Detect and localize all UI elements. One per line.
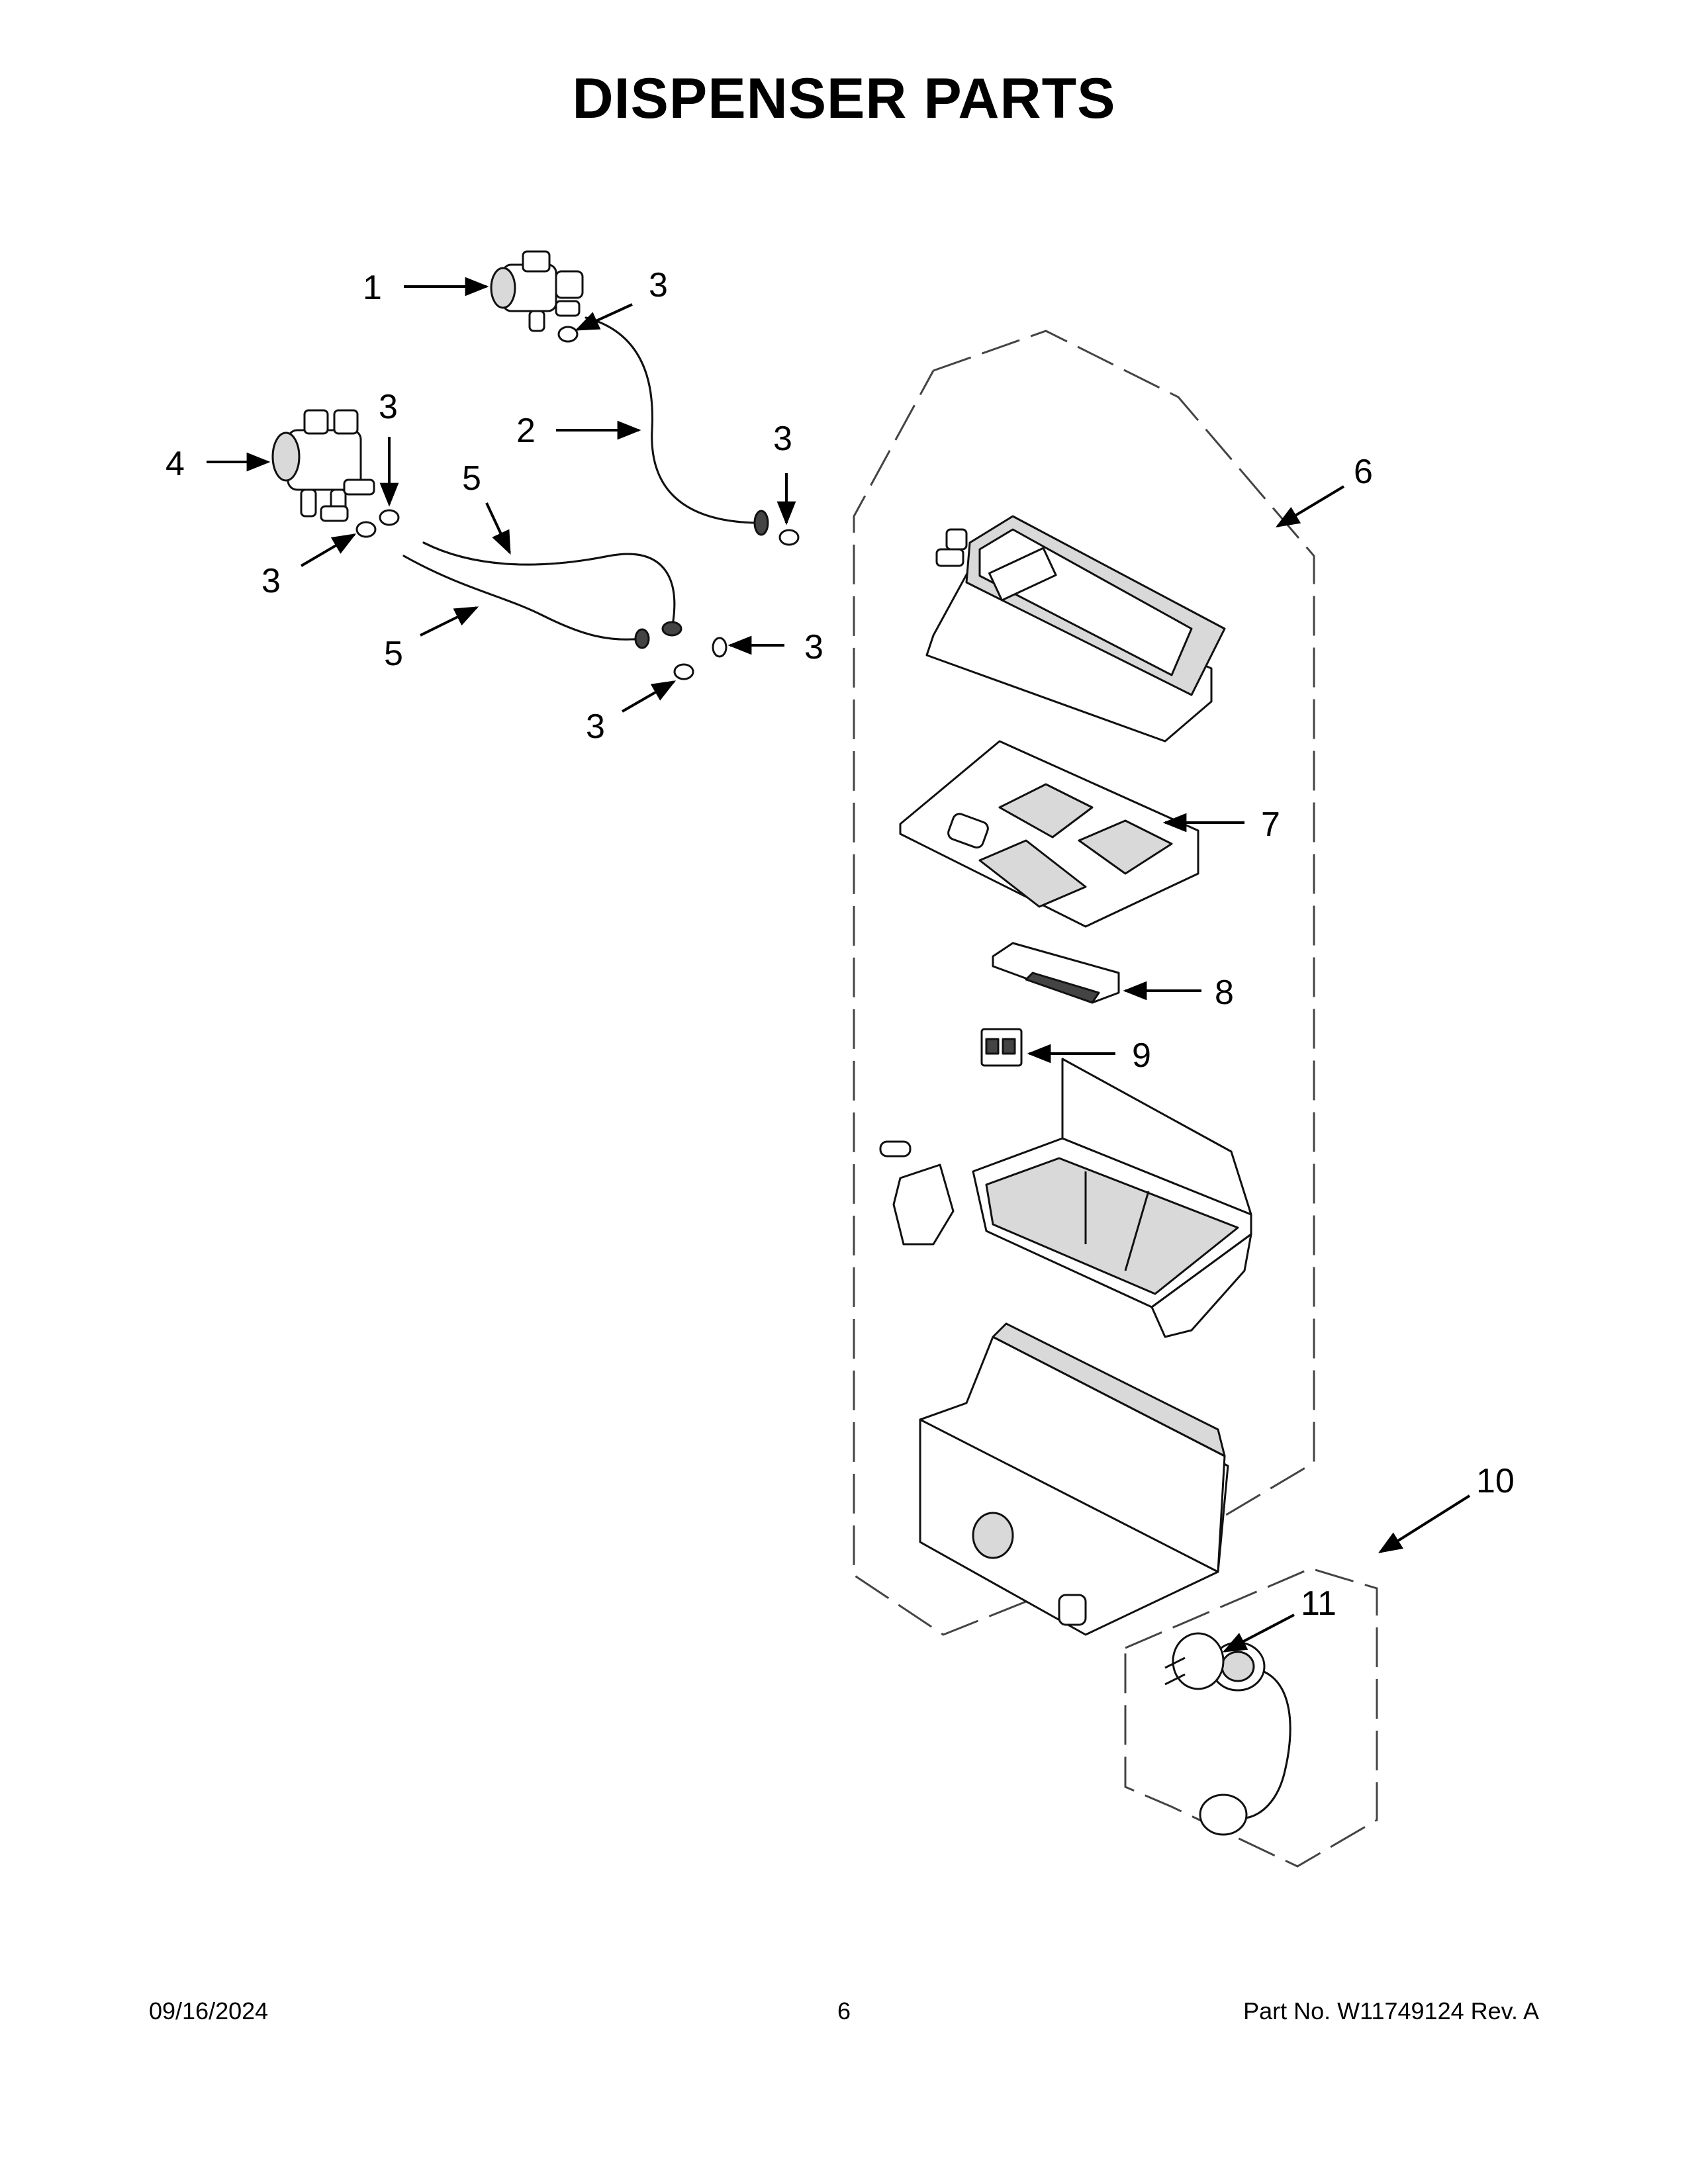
callout-2: 2: [516, 412, 536, 450]
callout-10: 10: [1476, 1462, 1515, 1500]
dispenser-top-cover: [925, 515, 1226, 743]
dispenser-assembly-group-outline: [853, 330, 1315, 1636]
callout-3d: 3: [261, 562, 281, 600]
callout-6: 6: [1354, 453, 1373, 491]
callout-4: 4: [165, 445, 185, 483]
callout-3f: 3: [586, 707, 605, 746]
callout-3c: 3: [379, 388, 398, 426]
water-valve-upper: [490, 250, 584, 332]
page-title: DISPENSER PARTS: [572, 67, 1116, 130]
water-valve-left: [271, 409, 375, 522]
callout-3b: 3: [773, 420, 792, 458]
callout-1: 1: [363, 269, 382, 307]
dispenser-tray-cover: [899, 740, 1199, 928]
callout-5a: 5: [462, 459, 481, 498]
inlet-hose-upper: [585, 316, 769, 536]
callout-3a: 3: [649, 266, 668, 304]
dispenser-drawer: [879, 1058, 1252, 1338]
dispenser-housing: [919, 1322, 1229, 1636]
callout-9: 9: [1132, 1036, 1151, 1075]
callout-11: 11: [1301, 1584, 1336, 1623]
dispenser-clip: [980, 1028, 1023, 1067]
inlet-hose-pair: [402, 541, 682, 649]
footer-page-number: 6: [837, 1997, 851, 2025]
callout-7: 7: [1261, 805, 1280, 844]
hose-assembly-group-outline: [1124, 1567, 1378, 1868]
callout-5b: 5: [384, 635, 403, 673]
siphon-cap: [992, 942, 1120, 1004]
callout-3e: 3: [804, 628, 823, 666]
hose-clamp-wire: [1164, 1632, 1225, 1690]
footer-part-number: Part No. W11749124 Rev. A: [1243, 1997, 1539, 2025]
hose-clamps: [355, 326, 800, 680]
footer-date: 09/16/2024: [149, 1997, 269, 2025]
callout-numbers: 1 3 2 3 4 3 5 3 5 3 3 6 7 8 9 10 11: [165, 266, 1515, 1623]
leader-arrows: [207, 277, 1471, 1653]
callout-8: 8: [1215, 974, 1234, 1012]
